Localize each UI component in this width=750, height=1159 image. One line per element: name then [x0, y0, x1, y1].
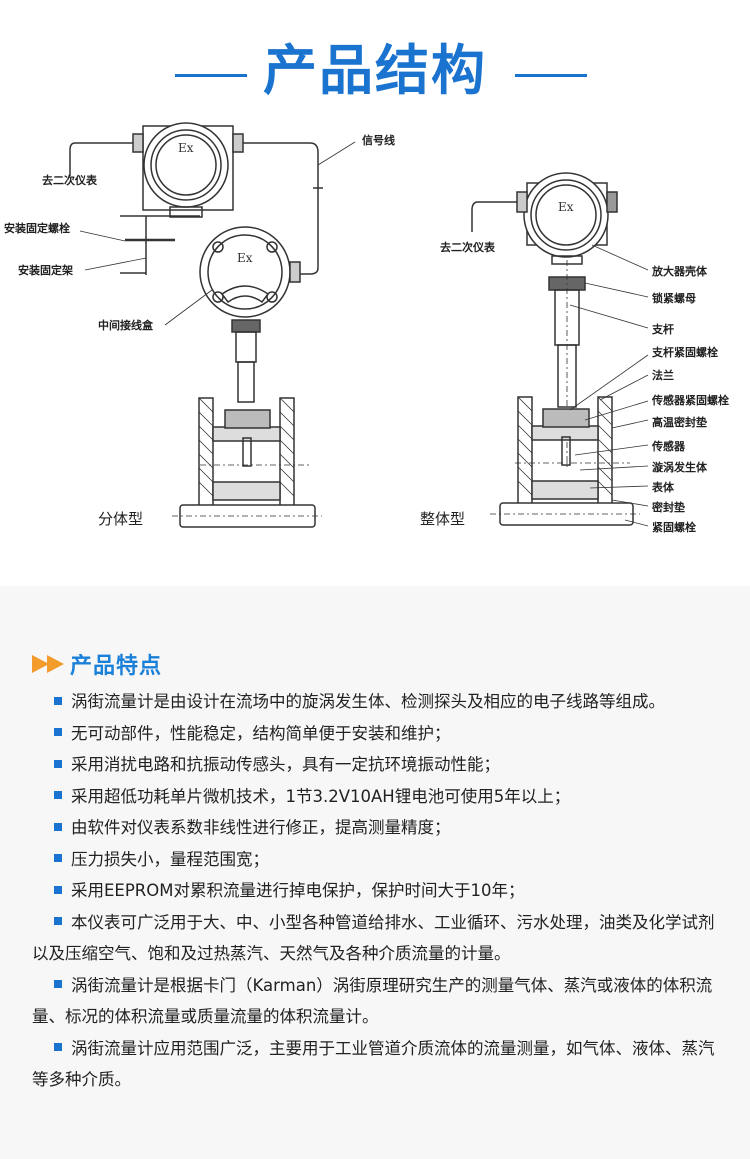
square-bullet-icon [54, 791, 62, 799]
feature-item: 涡街流量计是根据卡门（Karman）涡街原理研究生产的测量气体、蒸汽或液体的体积… [32, 975, 713, 1027]
header-rule-left [175, 74, 247, 77]
square-bullet-icon [54, 980, 62, 988]
square-bullet-icon [54, 728, 62, 736]
label-rod-fastening-bolt: 支杆紧固螺栓 [652, 346, 718, 359]
feature-item: 本仪表可广泛用于大、中、小型各种管道给排水、工业循环、污水处理，油类及化学试剂以… [32, 912, 715, 964]
label-high-temp-gasket: 高温密封垫 [652, 416, 707, 429]
feature-item: 采用EEPROM对累积流量进行掉电保护，保护时间大于10年； [32, 875, 722, 907]
section-header: 产品结构 [0, 38, 750, 108]
feature-item: 采用超低功耗单片微机技术，1节3.2V10AH锂电池可使用5年以上； [32, 781, 722, 813]
features-title: 产品特点 [70, 654, 163, 679]
svg-text:Ex: Ex [178, 141, 194, 155]
label-to-secondary-left: 去二次仪表 [42, 174, 97, 187]
feature-item: 无可动部件，性能稳定，结构简单便于安装和维护； [32, 718, 722, 750]
product-features-section: 产品特点 涡街流量计是由设计在流场中的旋涡发生体、检测探头及相应的电子线路等组成… [0, 586, 750, 1159]
caption-integral-type: 整体型 [420, 510, 466, 528]
caption-split-type: 分体型 [98, 510, 144, 528]
square-bullet-icon [54, 822, 62, 831]
feature-item: 采用消扰电路和抗振动传感头，具有一定抗环境振动性能； [32, 749, 722, 781]
feature-item: 涡街流量计应用范围广泛，主要用于工业管道介质流体的流量测量，如气体、液体、蒸汽等… [32, 1038, 715, 1090]
double-arrow-icon [32, 655, 64, 673]
flowmeter-drawing: Ex Ex Ex [69, 122, 649, 528]
feature-item: 涡街流量计是由设计在流场中的旋涡发生体、检测探头及相应的电子线路等组成。 [32, 686, 722, 718]
label-sensor-fastening-bolt: 传感器紧固螺栓 [652, 394, 729, 407]
label-to-secondary-right: 去二次仪表 [440, 241, 495, 254]
square-bullet-icon [54, 917, 62, 925]
svg-text:Ex: Ex [558, 200, 574, 214]
structure-diagram: Ex Ex Ex 信号线 去二次仪表 安装固定螺栓 安装固定架 中间接线盒 分体… [0, 110, 750, 580]
features-list: 涡街流量计是由设计在流场中的旋涡发生体、检测探头及相应的电子线路等组成。 无可动… [32, 686, 722, 1096]
label-lock-nut: 锁紧螺母 [652, 292, 696, 305]
square-bullet-icon [54, 696, 62, 705]
page-title: 产品结构 [263, 39, 487, 102]
label-signal-wire: 信号线 [362, 134, 395, 147]
square-bullet-icon [54, 759, 62, 768]
label-vortex-generator: 漩涡发生体 [652, 461, 707, 474]
label-amplifier-housing: 放大器壳体 [652, 265, 707, 278]
square-bullet-icon [54, 885, 62, 894]
square-bullet-icon [54, 1043, 62, 1051]
label-support-rod: 支杆 [652, 323, 674, 336]
product-structure-section: 产品结构 [0, 38, 750, 580]
svg-text:Ex: Ex [237, 251, 253, 265]
label-flange: 法兰 [652, 369, 674, 382]
square-bullet-icon [54, 854, 62, 862]
label-mounting-bracket: 安装固定架 [18, 264, 73, 277]
label-gasket: 密封垫 [652, 501, 685, 514]
header-rule-right [515, 74, 587, 77]
feature-item: 由软件对仪表系数非线性进行修正，提高测量精度； [32, 812, 722, 844]
feature-item: 压力损失小，量程范围宽； [32, 844, 722, 876]
features-heading: 产品特点 [32, 646, 162, 682]
label-sensor: 传感器 [652, 440, 685, 453]
label-mounting-bolt: 安装固定螺栓 [4, 222, 70, 235]
label-fastening-bolt: 紧固螺栓 [652, 521, 696, 534]
label-junction-box: 中间接线盒 [98, 319, 153, 332]
label-meter-body: 表体 [652, 481, 674, 494]
